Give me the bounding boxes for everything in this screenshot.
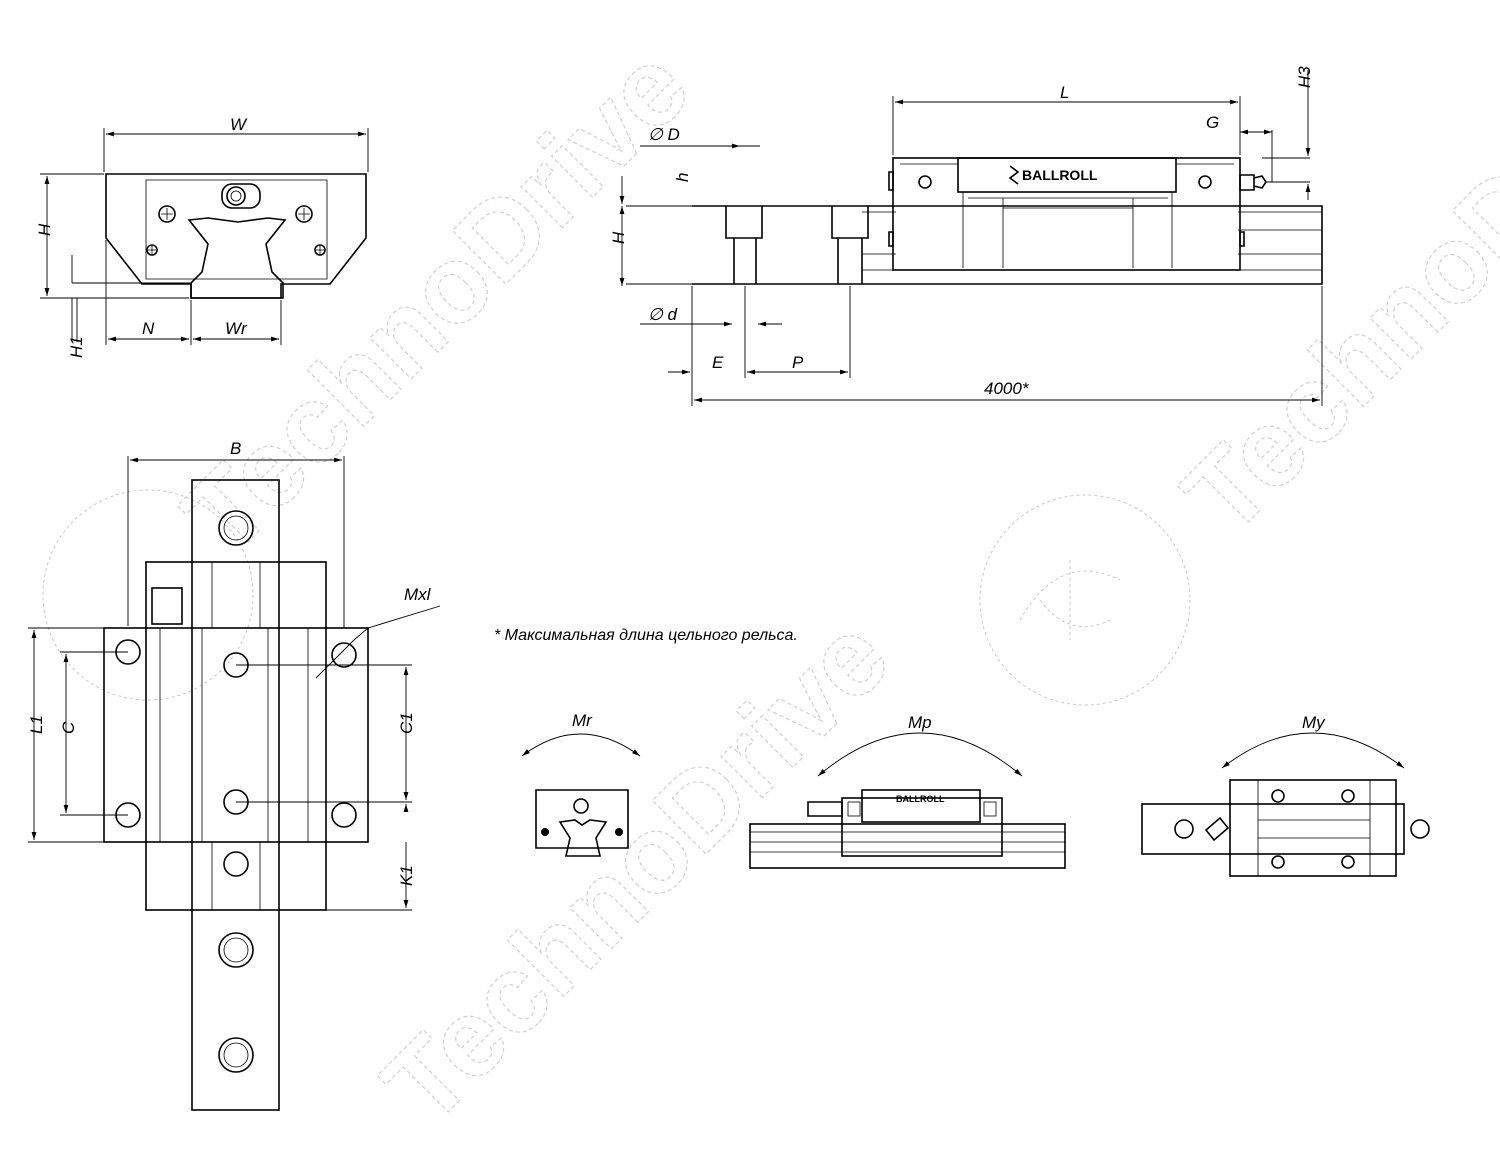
- label-n: N: [142, 319, 155, 338]
- label-b: B: [230, 439, 241, 458]
- label-h3: H3: [1295, 66, 1314, 88]
- label-l1: L1: [27, 715, 46, 734]
- moment-mr-view: [521, 733, 641, 857]
- label-h-rail: H: [609, 231, 628, 244]
- moment-my-view: [1141, 732, 1430, 877]
- watermark-text-1: TechnoDrive: [160, 25, 712, 577]
- label-my: My: [1302, 713, 1326, 732]
- label-wr: Wr: [225, 319, 248, 338]
- watermark-text-2: TechnoDrive: [1160, 5, 1500, 557]
- label-p: P: [792, 353, 804, 372]
- label-h1: H1: [67, 336, 86, 358]
- label-l: L: [1060, 83, 1069, 102]
- label-h-lower: h: [673, 173, 692, 182]
- moment-mp-view: BALLROLL: [749, 732, 1066, 869]
- rail-length-note: * Максимальная длина цельного рельса.: [494, 627, 798, 644]
- label-mr: Mr: [572, 711, 593, 730]
- side-view: BALLROLL: [619, 70, 1323, 406]
- label-e: E: [712, 353, 724, 372]
- top-view: [28, 456, 441, 1111]
- label-k1: K1: [397, 865, 416, 886]
- watermark: TechnoDrive TechnoDrive TechnoDrive: [42, 4, 1500, 1148]
- label-mp: Mp: [908, 713, 932, 732]
- label-c: C: [59, 721, 78, 734]
- watermark-text-3: TechnoDrive: [360, 595, 912, 1147]
- label-g: G: [1206, 113, 1219, 132]
- brand-label-side: BALLROLL: [1022, 167, 1098, 183]
- front-view: [40, 128, 369, 345]
- label-c1: C1: [397, 712, 416, 734]
- label-mxl: Mxl: [404, 585, 432, 604]
- label-rail-length: 4000*: [984, 379, 1030, 398]
- label-h: H: [35, 223, 54, 236]
- label-phi-d-upper: ∅ D: [648, 125, 680, 144]
- brand-label-mp: BALLROLL: [896, 794, 945, 804]
- label-w: W: [230, 115, 248, 134]
- label-phi-d-lower: ∅ d: [648, 305, 678, 324]
